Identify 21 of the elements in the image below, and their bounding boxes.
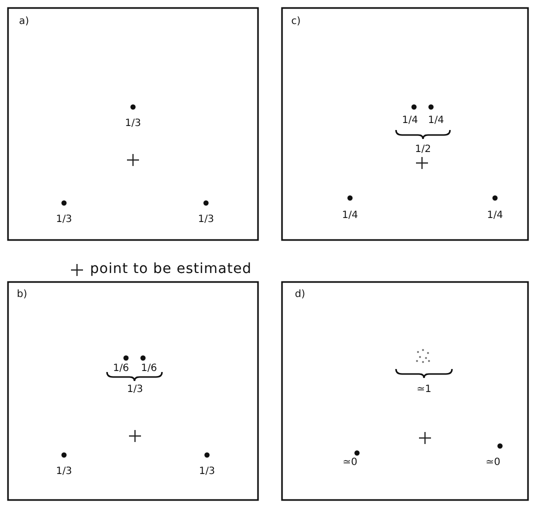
weight-label: 1/4 [486, 211, 504, 221]
weight-label: ≃0 [486, 458, 500, 468]
weight-label: 1/3 [56, 215, 72, 225]
panel-letter: b) [16, 290, 28, 300]
panel-letter: a) [18, 17, 30, 27]
panel-letter: c) [291, 17, 301, 27]
weight-label: 1/2 [414, 145, 432, 155]
weight-label: 1/4 [428, 116, 444, 126]
weight-label: 1/3 [56, 467, 72, 477]
weight-label: 1/6 [140, 364, 158, 374]
weight-label: 1/6 [112, 364, 130, 374]
weight-label: ≃0 [342, 458, 358, 468]
weight-label: 1/3 [126, 385, 144, 395]
weight-label: ≃1 [416, 385, 432, 395]
weight-label: 1/4 [342, 211, 358, 221]
weight-label: 1/4 [402, 116, 418, 126]
legend-text: point to be estimated [90, 261, 252, 277]
weight-label: 1/3 [124, 119, 142, 129]
weight-label: 1/3 [198, 467, 216, 477]
panel-letter: d) [294, 290, 306, 300]
weight-label: 1/3 [198, 215, 214, 225]
